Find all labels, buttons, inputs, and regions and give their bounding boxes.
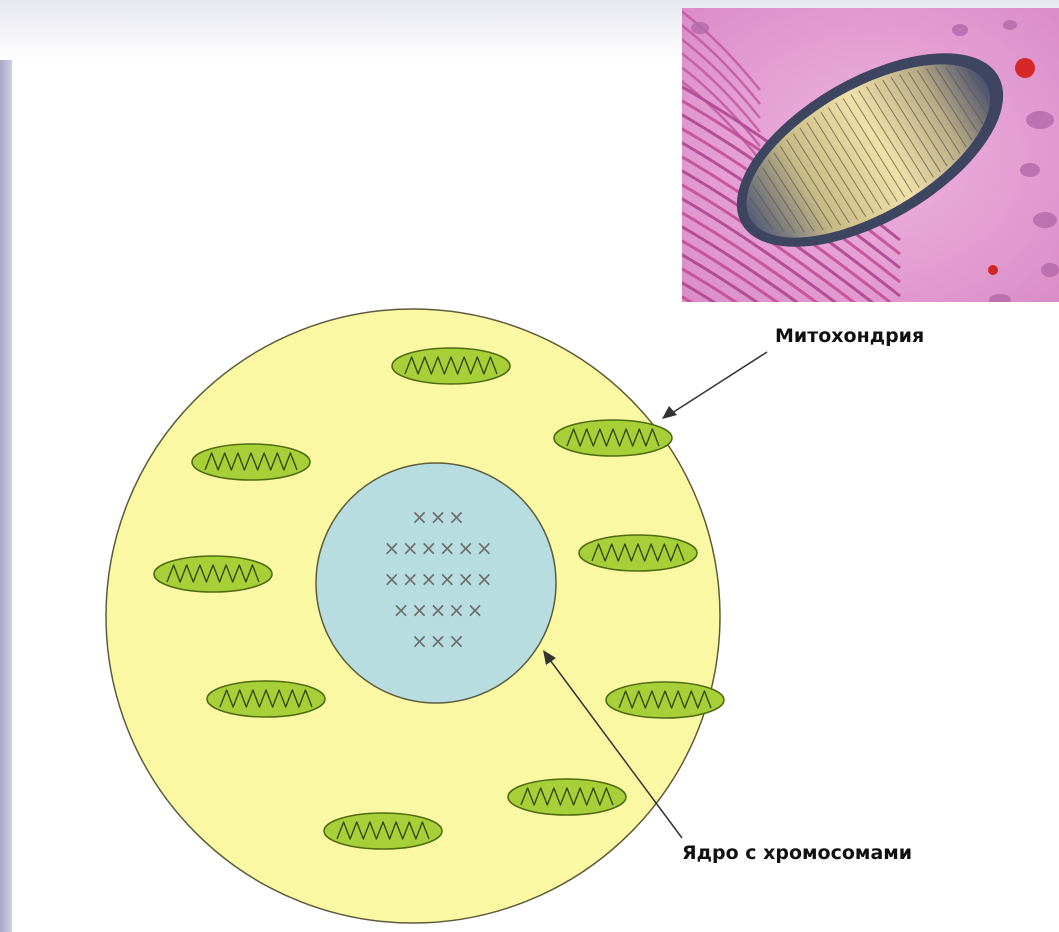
chromosome-mark: × bbox=[467, 598, 484, 622]
chromosome-mark: × bbox=[448, 629, 465, 653]
chromosome-mark: × bbox=[393, 598, 410, 622]
red-granule bbox=[1015, 58, 1035, 78]
chromosome-mark: × bbox=[439, 567, 456, 591]
red-granule-small bbox=[988, 265, 998, 275]
chromosome-mark: × bbox=[383, 536, 400, 560]
chromosome-mark: × bbox=[476, 536, 493, 560]
mitochondrion bbox=[324, 813, 442, 849]
chromosome-mark: × bbox=[457, 536, 474, 560]
chromosome-mark: × bbox=[457, 567, 474, 591]
mitochondrion bbox=[392, 348, 510, 384]
chromosome-mark: × bbox=[430, 505, 447, 529]
mitochondrion bbox=[554, 420, 672, 456]
chromosome-mark: × bbox=[411, 598, 428, 622]
mitochondrion bbox=[154, 556, 272, 592]
chromosome-mark: × bbox=[402, 567, 419, 591]
chromosome-mark: × bbox=[439, 536, 456, 560]
mitochondrion bbox=[579, 535, 697, 571]
pointer-arrow-mitochondrion bbox=[662, 352, 767, 419]
chromosome-mark: × bbox=[420, 536, 437, 560]
chromosome-mark: × bbox=[448, 505, 465, 529]
mitochondrion bbox=[606, 682, 724, 718]
chromosome-mark: × bbox=[402, 536, 419, 560]
chromosome-mark: × bbox=[476, 567, 493, 591]
chromosome-mark: × bbox=[430, 598, 447, 622]
nucleus-label: Ядро с хромосомами bbox=[682, 842, 912, 864]
chromosome-mark: × bbox=[420, 567, 437, 591]
mitochondrion-micrograph bbox=[670, 8, 1059, 450]
chromosome-mark: × bbox=[411, 505, 428, 529]
chromosome-mark: × bbox=[430, 629, 447, 653]
chromosome-mark: × bbox=[383, 567, 400, 591]
chromosome-mark: × bbox=[411, 629, 428, 653]
mitochondrion-label: Митохондрия bbox=[775, 325, 924, 347]
mitochondrion bbox=[192, 444, 310, 480]
chromosome-mark: × bbox=[448, 598, 465, 622]
mitochondrion bbox=[508, 779, 626, 815]
mitochondrion bbox=[207, 681, 325, 717]
